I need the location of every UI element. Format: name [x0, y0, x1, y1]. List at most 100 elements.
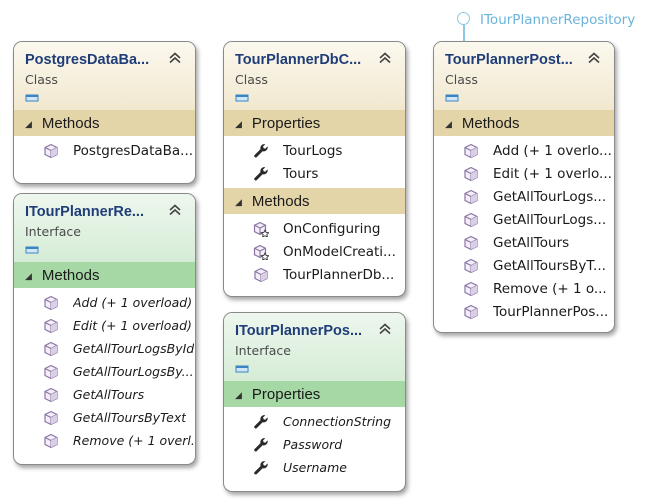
- override-method-icon: [253, 221, 269, 237]
- method-icon: [43, 341, 59, 357]
- lollipop-stem: [463, 25, 465, 47]
- method-icon: [253, 267, 269, 283]
- member-row[interactable]: Remove (+ 1 overl...: [14, 429, 195, 452]
- member-row[interactable]: ConnectionString: [224, 410, 405, 433]
- shape-title[interactable]: ITourPlannerRe...: [25, 204, 144, 220]
- member-label: ConnectionString: [283, 414, 392, 429]
- expander-icon[interactable]: [445, 88, 459, 102]
- shape-stereotype: Class: [445, 72, 478, 87]
- method-icon: [43, 433, 59, 449]
- compartment-label: Methods: [461, 114, 520, 132]
- member-label: GetAllTours: [73, 387, 145, 402]
- method-icon: [463, 258, 479, 274]
- member-label: Edit (+ 1 overlo...: [493, 165, 612, 182]
- shape-title[interactable]: ITourPlannerPos...: [235, 323, 363, 339]
- member-label: Remove (+ 1 overl...: [73, 433, 195, 448]
- collapse-triangle-icon[interactable]: ◢: [235, 389, 242, 400]
- collapse-triangle-icon[interactable]: ◢: [25, 118, 32, 129]
- member-row[interactable]: GetAllTourLogs...: [434, 185, 614, 208]
- member-list: Add (+ 1 overload)Edit (+ 1 overload)Get…: [14, 288, 195, 455]
- compartment-header[interactable]: ◢ Methods: [434, 110, 614, 136]
- compartment-header[interactable]: ◢Properties: [224, 110, 405, 136]
- member-label: Add (+ 1 overload): [73, 295, 193, 310]
- method-icon: [43, 364, 59, 380]
- member-row[interactable]: TourPlannerPos...: [434, 300, 614, 323]
- member-row[interactable]: GetAllTours: [14, 383, 195, 406]
- compartment-header[interactable]: ◢Properties: [224, 381, 405, 407]
- expander-icon[interactable]: [235, 359, 249, 373]
- collapse-chevron-icon[interactable]: [587, 51, 601, 65]
- member-row[interactable]: Add (+ 1 overload): [14, 291, 195, 314]
- method-icon: [43, 318, 59, 334]
- collapse-triangle-icon[interactable]: ◢: [445, 118, 452, 129]
- method-icon: [463, 304, 479, 320]
- collapse-triangle-icon[interactable]: ◢: [235, 196, 242, 207]
- member-label: OnModelCreati...: [283, 243, 396, 260]
- member-label: Tours: [283, 165, 319, 182]
- collapse-chevron-icon[interactable]: [378, 51, 392, 65]
- member-list: PostgresDataBa...: [14, 136, 195, 165]
- collapse-chevron-icon[interactable]: [168, 51, 182, 65]
- collapse-chevron-icon[interactable]: [378, 322, 392, 336]
- member-row[interactable]: GetAllToursByText: [14, 406, 195, 429]
- member-row[interactable]: Tours: [224, 162, 405, 185]
- collapse-triangle-icon[interactable]: ◢: [235, 118, 242, 129]
- member-row[interactable]: PostgresDataBa...: [14, 139, 195, 162]
- member-label: GetAllTourLogsBy...: [73, 364, 194, 379]
- compartment-header[interactable]: ◢ Methods: [14, 110, 195, 136]
- compartment-header[interactable]: ◢ Methods: [224, 188, 405, 214]
- member-row[interactable]: OnModelCreati...: [224, 240, 405, 263]
- shape-stereotype: Class: [235, 72, 268, 87]
- member-row[interactable]: GetAllTourLogsById: [14, 337, 195, 360]
- interface-lollipop: ITourPlannerRepository: [455, 6, 645, 47]
- member-row[interactable]: Username: [224, 456, 405, 479]
- member-row[interactable]: GetAllTourLogs...: [434, 208, 614, 231]
- expander-icon[interactable]: [25, 240, 39, 254]
- member-label: GetAllToursByT...: [493, 257, 606, 274]
- method-icon: [463, 212, 479, 228]
- expander-icon[interactable]: [25, 88, 39, 102]
- property-wrench-icon: [253, 414, 269, 430]
- collapse-chevron-icon[interactable]: [168, 203, 182, 217]
- shape-title[interactable]: TourPlannerDbC...: [235, 52, 362, 68]
- collapse-triangle-icon[interactable]: ◢: [25, 270, 32, 281]
- lollipop-label[interactable]: ITourPlannerRepository: [480, 12, 636, 28]
- method-icon: [43, 143, 59, 159]
- shape-header: TourPlannerPost... Class: [434, 42, 614, 110]
- member-list: Add (+ 1 overlo... Edit (+ 1 overlo... Get…: [434, 136, 614, 326]
- compartment-label: Methods: [41, 114, 100, 132]
- member-row[interactable]: Password: [224, 433, 405, 456]
- member-row[interactable]: GetAllTours: [434, 231, 614, 254]
- member-label: Remove (+ 1 o...: [493, 280, 607, 297]
- member-row[interactable]: GetAllToursByT...: [434, 254, 614, 277]
- member-row[interactable]: Remove (+ 1 o...: [434, 277, 614, 300]
- member-row[interactable]: GetAllTourLogsBy...: [14, 360, 195, 383]
- member-label: GetAllTourLogs...: [493, 211, 607, 228]
- shape-title[interactable]: PostgresDataBa...: [25, 52, 150, 68]
- member-row[interactable]: OnConfiguring: [224, 217, 405, 240]
- property-wrench-icon: [253, 437, 269, 453]
- member-row[interactable]: Edit (+ 1 overlo...: [434, 162, 614, 185]
- member-row[interactable]: Edit (+ 1 overload): [14, 314, 195, 337]
- compartment-header[interactable]: ◢Methods: [14, 262, 195, 288]
- shape-stereotype: Interface: [25, 224, 81, 239]
- member-row[interactable]: TourPlannerDb...: [224, 263, 405, 286]
- method-icon: [43, 295, 59, 311]
- shape-title[interactable]: TourPlannerPost...: [445, 52, 573, 68]
- member-label: PostgresDataBa...: [73, 142, 194, 159]
- member-row[interactable]: Add (+ 1 overlo...: [434, 139, 614, 162]
- shape-header: ITourPlannerPos... Interface: [224, 313, 405, 381]
- member-row[interactable]: TourLogs: [224, 139, 405, 162]
- shape-stereotype: Interface: [235, 343, 291, 358]
- compartment-label: Methods: [251, 192, 310, 210]
- expander-icon[interactable]: [235, 88, 249, 102]
- member-label: GetAllToursByText: [73, 410, 187, 425]
